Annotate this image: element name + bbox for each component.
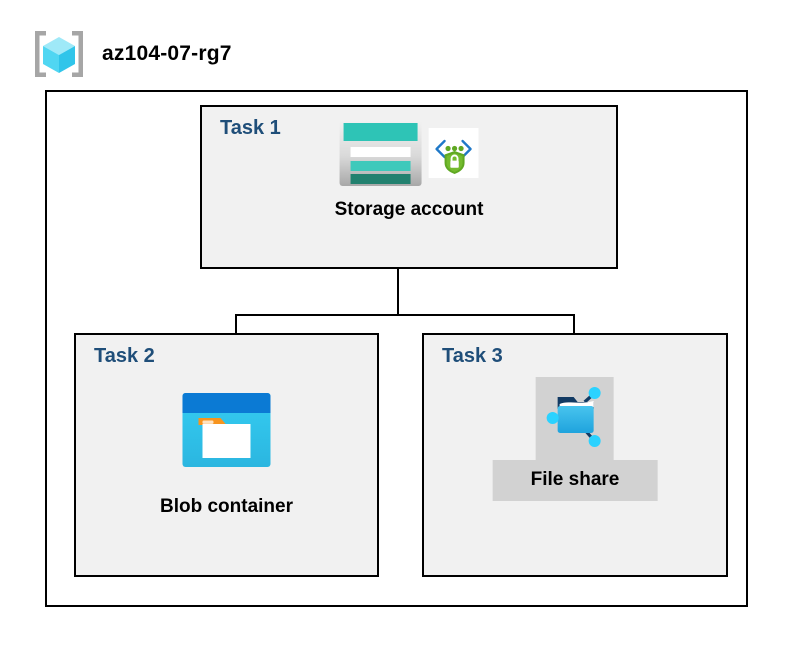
- task-1-label: Task 1: [220, 117, 281, 139]
- resource-group-title: az104-07-rg7: [102, 42, 232, 65]
- connector-storage-account-to-bus: [397, 269, 399, 315]
- node-storage-account[interactable]: Storage account: [334, 119, 484, 221]
- storage-account-caption: Storage account: [334, 199, 484, 220]
- resource-group-header: az104-07-rg7: [30, 26, 232, 82]
- blob-container-caption: Blob container: [159, 496, 294, 517]
- storage-account-icon: [339, 119, 423, 192]
- node-file-share[interactable]: File share: [492, 377, 658, 501]
- file-share-icon-highlight: [536, 377, 614, 460]
- blob-container-icon: [180, 391, 272, 474]
- task-2-box[interactable]: Task 2: [74, 333, 379, 577]
- task-2-label: Task 2: [94, 345, 155, 367]
- resource-group-icon: [30, 26, 88, 82]
- task-3-box[interactable]: Task 3: [422, 333, 728, 577]
- storage-account-icon-row: [339, 119, 479, 191]
- connector-branch-bus: [235, 314, 575, 316]
- file-share-caption: File share: [492, 460, 658, 501]
- file-share-icon: [544, 385, 606, 456]
- secure-endpoint-shield-icon: [429, 127, 479, 183]
- node-blob-container[interactable]: Blob container: [160, 391, 293, 518]
- task-3-label: Task 3: [442, 345, 503, 367]
- task-1-box[interactable]: Task 1: [200, 105, 618, 269]
- resource-group-container: Task 1: [45, 90, 748, 607]
